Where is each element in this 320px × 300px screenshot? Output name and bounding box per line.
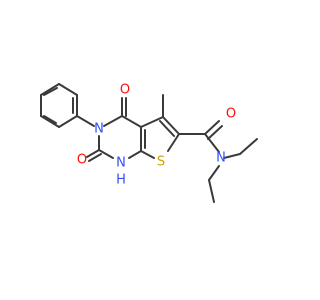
bond-phenyl-1 bbox=[58, 83, 78, 96]
bond-phenyl-inner-3 bbox=[43, 87, 58, 96]
atom-o-left: O bbox=[77, 153, 87, 168]
bond-phenyl-inner-2 bbox=[43, 115, 57, 124]
bond-phenyl-6 bbox=[40, 83, 60, 96]
atom-o-top: O bbox=[120, 83, 130, 98]
amide-group bbox=[178, 120, 258, 203]
bond-c6-s bbox=[167, 133, 180, 152]
bond-c4a-c5 bbox=[140, 116, 164, 128]
bond-phenyl-4 bbox=[40, 115, 60, 128]
bond-ph-n bbox=[76, 115, 95, 127]
bond-c2-o bbox=[86, 149, 100, 158]
phenyl-ring bbox=[40, 83, 78, 128]
atom-nh: N bbox=[116, 156, 126, 171]
bond-carbonyl-o bbox=[204, 120, 220, 135]
bond-c4-c4a bbox=[121, 115, 142, 128]
bond-n-ethyl1-a bbox=[223, 153, 241, 159]
atom-n-amide: N bbox=[216, 151, 226, 166]
bond-phenyl-3 bbox=[58, 115, 78, 128]
bond-carbonyl-n bbox=[204, 133, 220, 153]
bond-s-c7a bbox=[140, 150, 155, 159]
bond-carbonyl-o-double bbox=[207, 125, 223, 140]
atom-n-phenyl: N bbox=[94, 122, 104, 137]
bond-n-ethyl1-b bbox=[239, 138, 258, 155]
bond-c5-c6-inner bbox=[159, 120, 175, 137]
thiophene-ring bbox=[140, 94, 180, 159]
bond-c5-c6 bbox=[162, 116, 180, 135]
pyrimidine-ring bbox=[76, 97, 146, 162]
bond-n-ethyl2-a bbox=[208, 165, 220, 181]
molecule-canvas: O O N N H S O N bbox=[40, 83, 258, 203]
bond-n-c4 bbox=[103, 115, 123, 127]
molecule-structure: O O N N H S O N bbox=[40, 83, 258, 203]
bond-n-ethyl2-b bbox=[208, 179, 215, 203]
atom-o-amide: O bbox=[226, 107, 236, 122]
bond-nh-c2 bbox=[98, 149, 114, 159]
bond-c2-o-double bbox=[88, 153, 102, 162]
atom-h: H bbox=[116, 173, 126, 188]
bond-c7a-nh bbox=[128, 150, 142, 159]
atom-s: S bbox=[157, 155, 165, 170]
